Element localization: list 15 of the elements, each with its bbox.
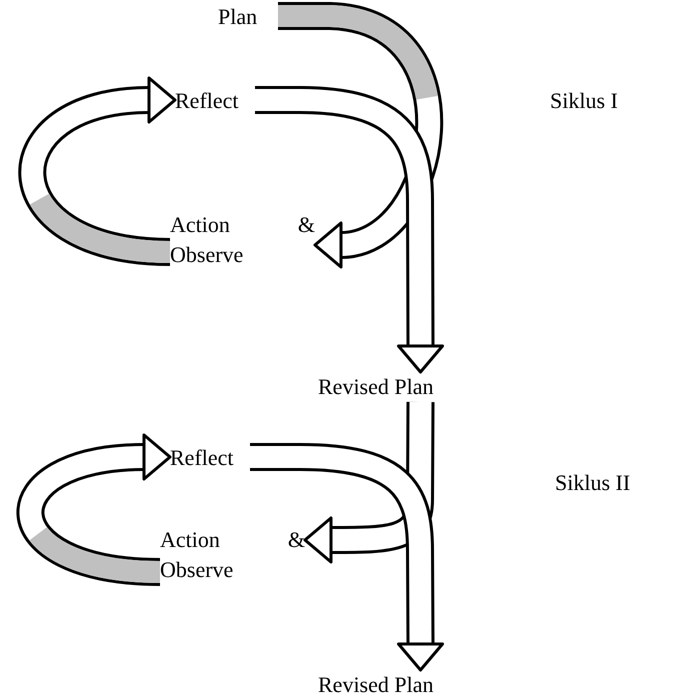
curved-block-arrow (304, 402, 434, 564)
step-label: Reflect (175, 86, 255, 116)
step-label: Revised Plan (318, 670, 483, 700)
curved-block-arrow (18, 76, 176, 266)
cycle-label: Siklus I (550, 87, 618, 115)
step-label: Action & Observe (160, 525, 305, 585)
curved-block-arrow (255, 86, 444, 374)
cycle-label: Siklus II (555, 469, 630, 497)
step-label: Revised Plan (318, 372, 483, 402)
step-label: Reflect (170, 443, 250, 473)
curved-block-arrow (250, 443, 444, 672)
step-label: Plan (218, 2, 278, 32)
curved-block-arrow (16, 434, 172, 586)
step-label: Action & Observe (170, 210, 315, 270)
curved-block-arrow (278, 2, 443, 268)
